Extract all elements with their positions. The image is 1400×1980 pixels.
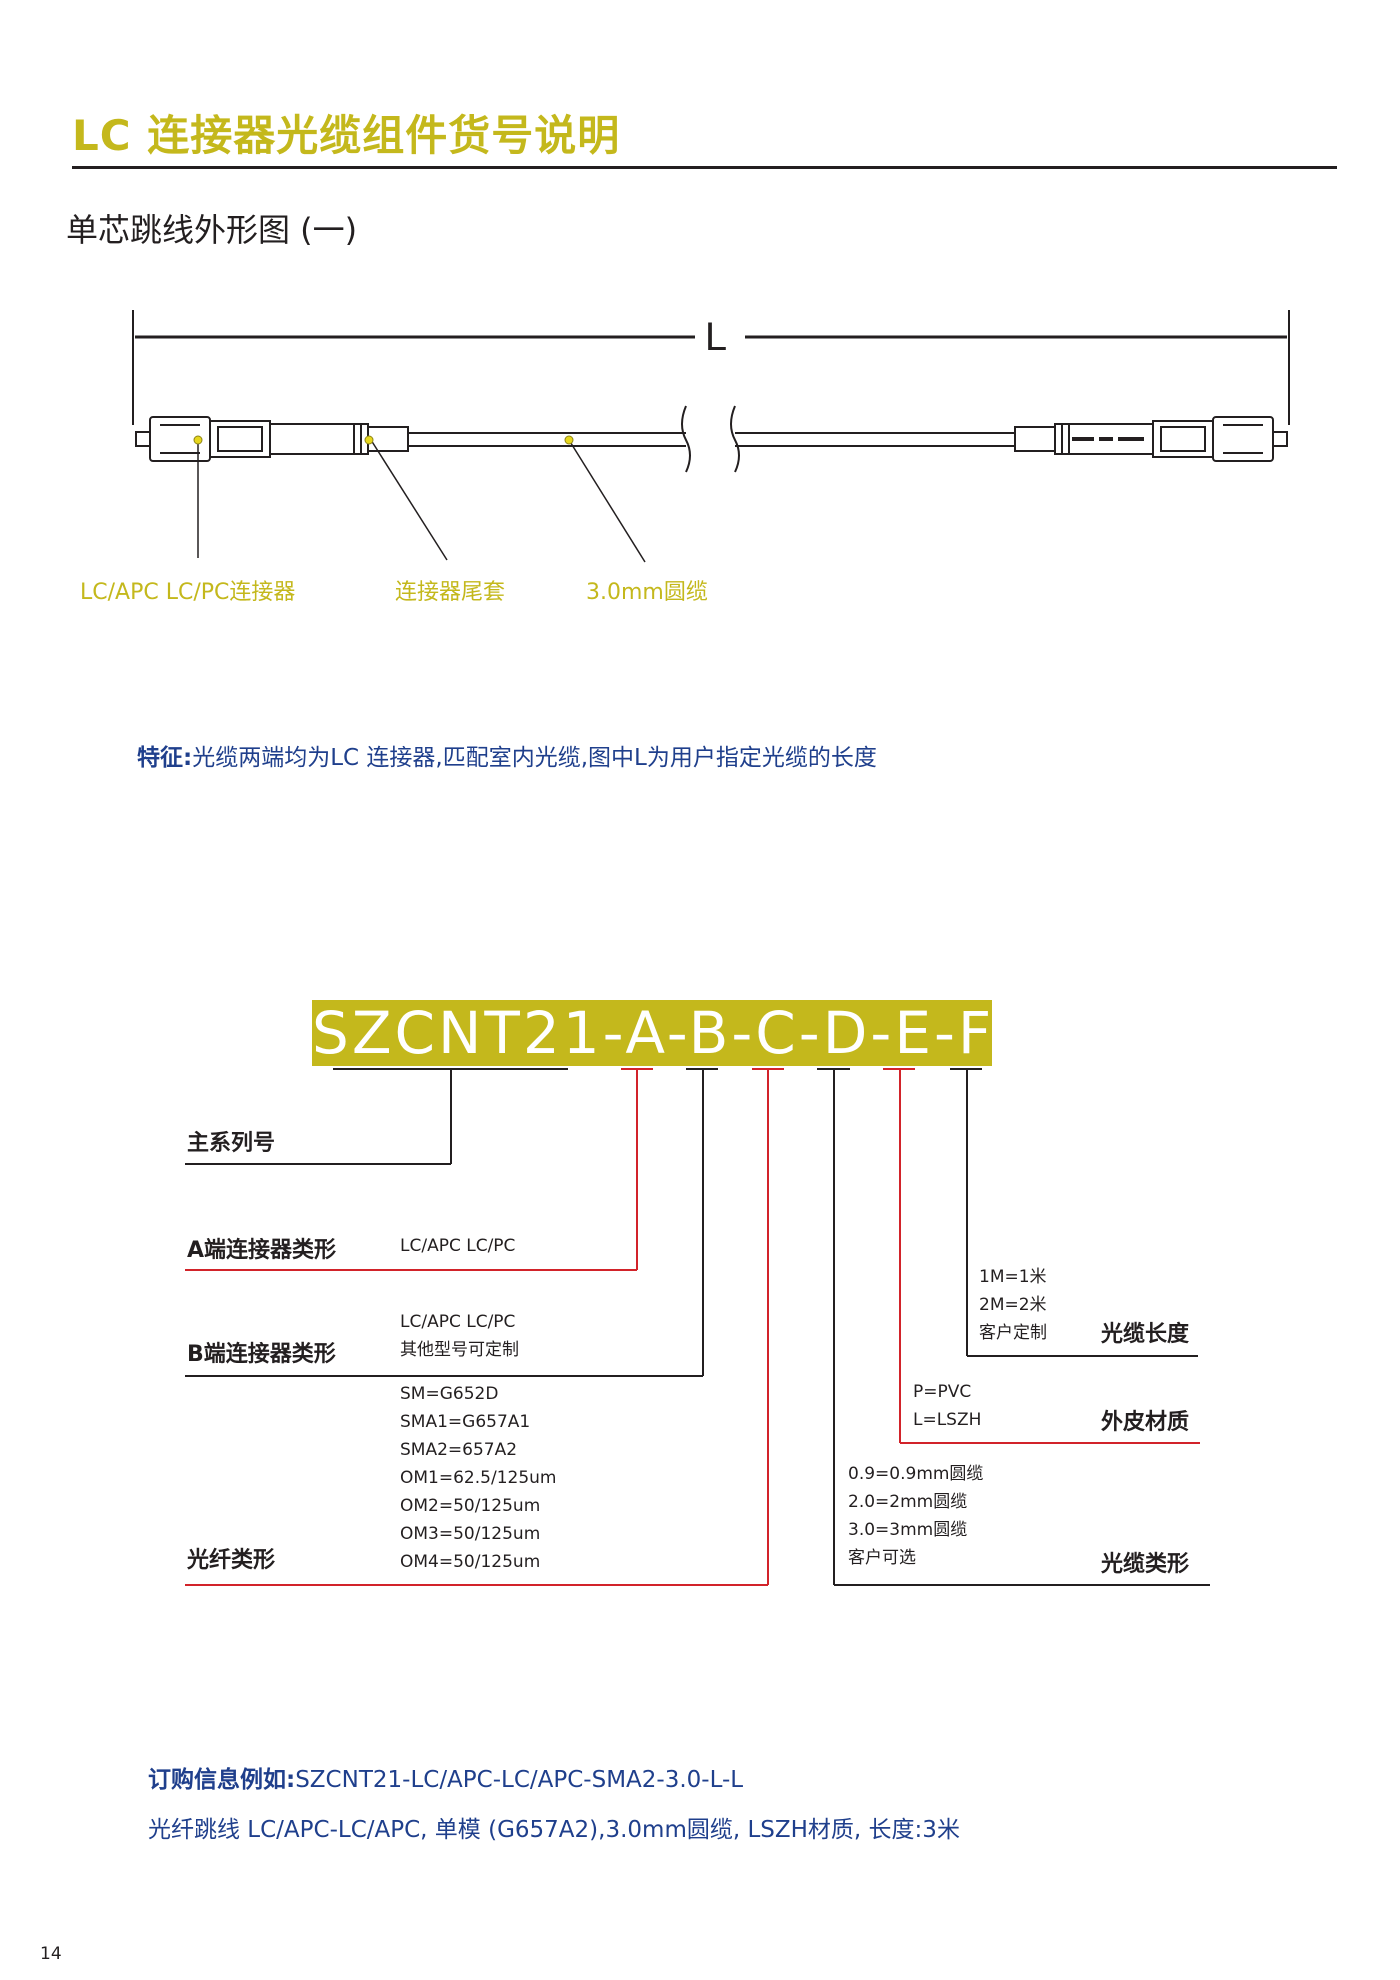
part-number-code: SZCNT21-A-B-C-D-E-F [312, 999, 995, 1067]
options-jacket-material: P=PVC L=LSZH [913, 1382, 982, 1430]
label-b-connector: B端连接器类形 [187, 1342, 336, 1367]
label-cable-type: 光缆类形 [1101, 1552, 1190, 1577]
page-title: LC 连接器光缆组件货号说明 [72, 111, 621, 160]
feature-note: 特征:光缆两端均为LC 连接器,匹配室内光缆,图中L为用户指定光缆的长度 [137, 738, 877, 772]
dimension-label: L [705, 315, 727, 359]
order-description: 光纤跳线 LC/APC-LC/APC, 单模 (G657A2),3.0mm圆缆,… [148, 1817, 960, 1843]
callout-cable: 3.0mm圆缆 [586, 580, 708, 605]
callout-connector: LC/APC LC/PC连接器 [80, 580, 296, 605]
label-jacket-material: 外皮材质 [1101, 1410, 1190, 1435]
options-fiber-type: SM=G652D SMA1=G657A1 SMA2=657A2 OM1=62.5… [400, 1384, 557, 1572]
label-fiber-type: 光纤类形 [187, 1548, 276, 1573]
label-a-connector: A端连接器类形 [187, 1238, 337, 1263]
title-divider [72, 166, 1337, 169]
feature-text: 光缆两端均为LC 连接器,匹配室内光缆,图中L为用户指定光缆的长度 [192, 745, 877, 771]
label-cable-length: 光缆长度 [1101, 1322, 1190, 1347]
label-main-series: 主系列号 [187, 1131, 276, 1156]
options-cable-type: 0.9=0.9mm圆缆 2.0=2mm圆缆 3.0=3mm圆缆 客户可选 [848, 1464, 984, 1568]
callout-boot: 连接器尾套 [395, 580, 506, 605]
order-code: SZCNT21-LC/APC-LC/APC-SMA2-3.0-L-L [295, 1767, 744, 1793]
options-b-connector: LC/APC LC/PC 其他型号可定制 [400, 1312, 519, 1360]
options-a-connector: LC/APC LC/PC [400, 1236, 516, 1256]
feature-label: 特征: [137, 745, 193, 771]
order-example: 订购信息例如:SZCNT21-LC/APC-LC/APC-SMA2-3.0-L-… [148, 1760, 743, 1794]
page-number: 14 [40, 1944, 62, 1964]
section-subtitle: 单芯跳线外形图 (一) [66, 211, 358, 249]
options-cable-length: 1M=1米 2M=2米 客户定制 [979, 1267, 1047, 1343]
order-label: 订购信息例如: [148, 1767, 296, 1793]
